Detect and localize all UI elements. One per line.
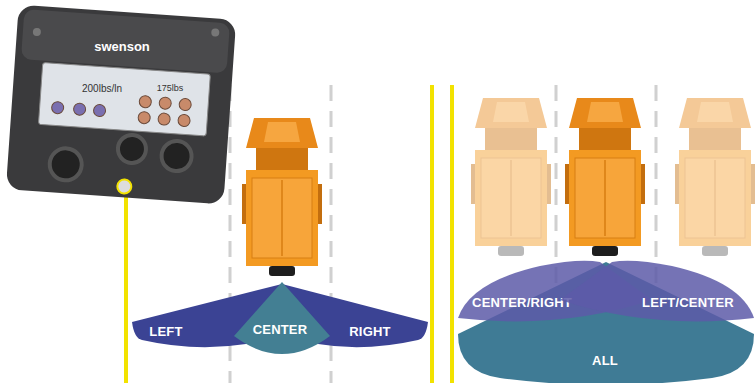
spreader-truck-faded — [471, 98, 551, 256]
zone-label: LEFT — [149, 324, 182, 339]
zone-label: CENTER — [253, 322, 308, 337]
zone-fill — [560, 261, 754, 322]
screen-readout: 200lbs/ln — [82, 83, 122, 94]
zone-shape — [558, 258, 756, 330]
spreader-truck — [242, 118, 322, 276]
spread-zone: LEFT/CENTER — [558, 258, 756, 330]
screen-readout: 175lbs — [157, 83, 184, 93]
zone-label: RIGHT — [349, 324, 390, 339]
spreader-truck — [565, 98, 645, 256]
spreader-truck-faded — [675, 98, 755, 256]
spread-zone: CENTER — [228, 280, 336, 364]
yellow-lane-line — [430, 85, 434, 383]
yellow-lane-line — [450, 85, 454, 383]
zone-fill — [282, 284, 428, 347]
zone-fill — [458, 262, 754, 383]
brand-logo: swenson — [94, 39, 150, 54]
zone-label: CENTER/RIGHT — [472, 295, 572, 310]
controller — [6, 5, 236, 205]
yellow-lane-line — [124, 195, 128, 383]
zone-label: LEFT/CENTER — [642, 295, 734, 310]
zone-label: ALL — [592, 353, 618, 368]
